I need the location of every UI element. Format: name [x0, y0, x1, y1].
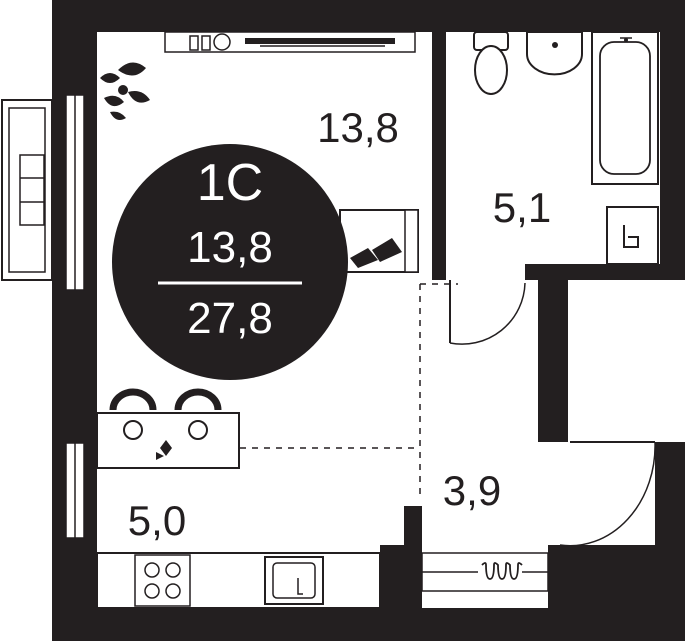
wall-right-lower-fill — [655, 442, 685, 641]
hallway-area: 3,9 — [443, 467, 501, 514]
balcony-icon — [1, 94, 85, 291]
plant-icon — [100, 62, 150, 120]
entrance-void — [567, 338, 685, 445]
apartment-type: 1С — [197, 154, 263, 212]
living-area-value: 13,8 — [187, 223, 273, 272]
kitchen-area: 5,0 — [128, 497, 186, 544]
door-icon — [449, 280, 526, 345]
chair-icon-2 — [174, 388, 222, 440]
living-room-area: 13,8 — [317, 104, 399, 151]
dining-table-icon — [96, 412, 240, 469]
toilet-icon — [473, 31, 509, 95]
wall-kitchen-hall-fill-2 — [404, 506, 422, 608]
radiator-icon — [421, 552, 549, 592]
stove-icon — [134, 554, 191, 607]
wall-bottom — [52, 608, 685, 641]
room-entrance-floor — [538, 442, 660, 545]
wall-entrance-lower-fill — [548, 545, 685, 608]
wall-right-upper — [660, 0, 685, 270]
chair-icon — [109, 388, 157, 440]
wall-partition-bath — [432, 32, 446, 284]
washing-machine-icon — [606, 206, 659, 265]
wall-corridor-fill — [538, 280, 568, 442]
zone-dividers — [240, 283, 458, 500]
apartment-badge: 1С 13,8 27,8 — [112, 144, 348, 380]
bathtub-icon — [591, 31, 659, 185]
bathroom-area: 5,1 — [493, 184, 551, 231]
kitchen-sink-icon — [264, 556, 324, 605]
sofa-icon — [339, 209, 419, 273]
sink-icon — [526, 31, 583, 76]
entrance-door — [559, 441, 656, 547]
tv-stand-icon — [164, 31, 416, 53]
total-area-value: 27,8 — [187, 294, 273, 343]
kitchen-window — [65, 442, 85, 539]
wall-top — [52, 0, 685, 32]
